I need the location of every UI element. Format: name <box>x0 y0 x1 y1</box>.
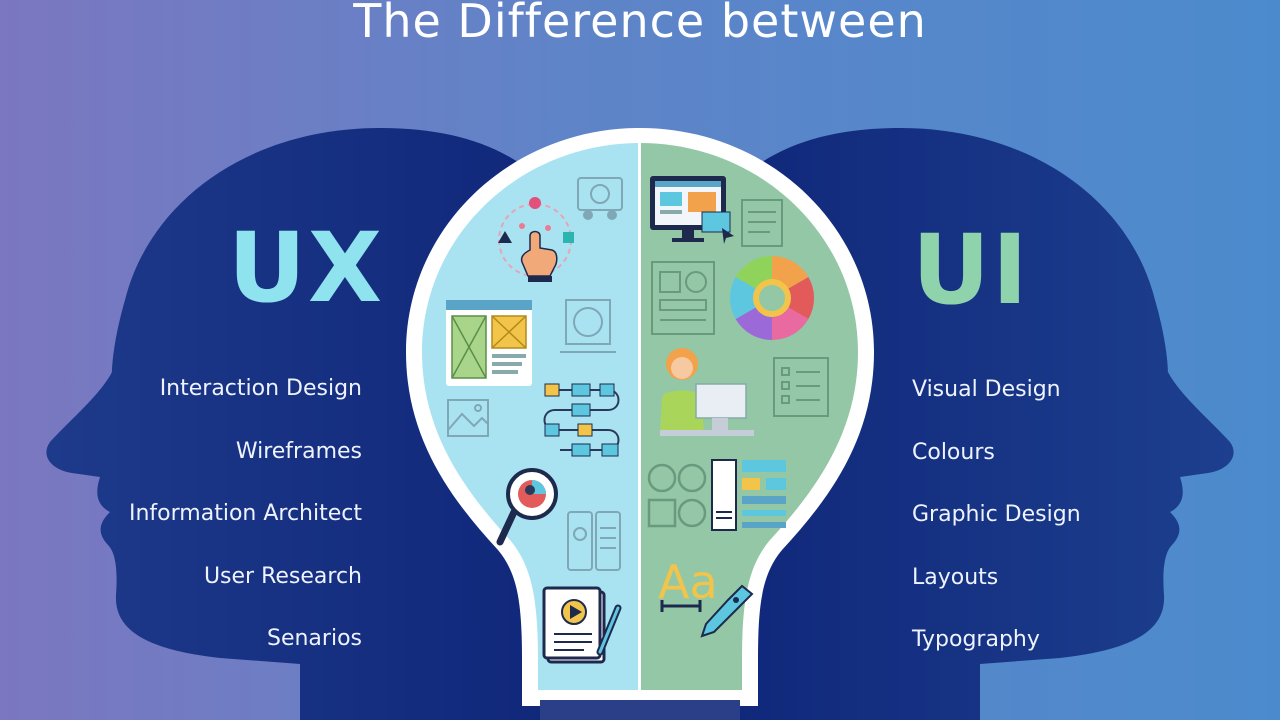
text-document-icon <box>741 199 783 247</box>
flowchart-icon <box>543 383 620 457</box>
ux-topic-item: User Research <box>203 563 362 589</box>
monitor-design-icon <box>650 176 734 244</box>
shape-grid-icon <box>647 463 707 528</box>
designer-at-desk-icon <box>660 348 754 436</box>
ui-topic-item: Graphic Design <box>912 502 1081 527</box>
touch-gesture-icon <box>498 197 574 282</box>
ux-topic-item: Wireframes <box>235 438 362 464</box>
ux-topic-item: Information Architect <box>129 501 362 526</box>
ui-topic-item: Colours <box>912 439 995 465</box>
ux-topic-item: Senarios <box>266 626 362 651</box>
mobile-wireframe-icon <box>567 511 621 571</box>
color-wheel-icon <box>729 256 815 340</box>
ui-topic-item: Layouts <box>912 564 999 590</box>
bulb-divider <box>638 143 641 693</box>
ui-topic-item: Typography <box>912 627 1040 652</box>
page-title: The Difference between <box>353 0 927 48</box>
ui-topic-list: Visual Design Colours Graphic Design Lay… <box>912 377 1212 690</box>
ux-topic-list: Interaction Design Wireframes Informatio… <box>80 376 362 689</box>
video-document-icon <box>542 586 622 664</box>
checklist-icon <box>773 357 829 417</box>
lightbulb-base <box>540 700 740 720</box>
frame-sketch-icon <box>560 299 616 353</box>
grid-blueprint-icon <box>651 261 715 335</box>
image-placeholder-icon <box>447 399 489 437</box>
ux-heading: UX <box>228 212 384 324</box>
style-guide-icon <box>711 459 786 531</box>
camera-icon <box>577 177 623 220</box>
ui-topic-item: Visual Design <box>912 377 1061 402</box>
wireframe-window-icon <box>446 300 532 386</box>
typography-glyph: Aa <box>658 555 718 609</box>
typography-pen-icon: Aa <box>658 555 754 638</box>
ux-topic-item: Interaction Design <box>159 376 362 401</box>
research-magnifier-icon <box>496 468 558 546</box>
ui-heading: UI <box>912 214 1030 326</box>
